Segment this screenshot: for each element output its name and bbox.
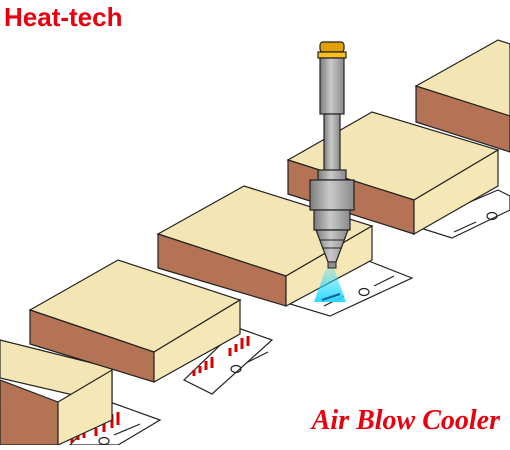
caption-title: Air Blow Cooler <box>311 405 500 436</box>
tray-2 <box>182 327 274 395</box>
block-5 <box>414 39 510 153</box>
air-spray-icon <box>314 268 346 302</box>
block-2 <box>28 259 242 384</box>
brand-logo: Heat-tech <box>4 2 123 32</box>
air-nozzle-icon <box>309 41 355 269</box>
block-1 <box>0 339 113 446</box>
